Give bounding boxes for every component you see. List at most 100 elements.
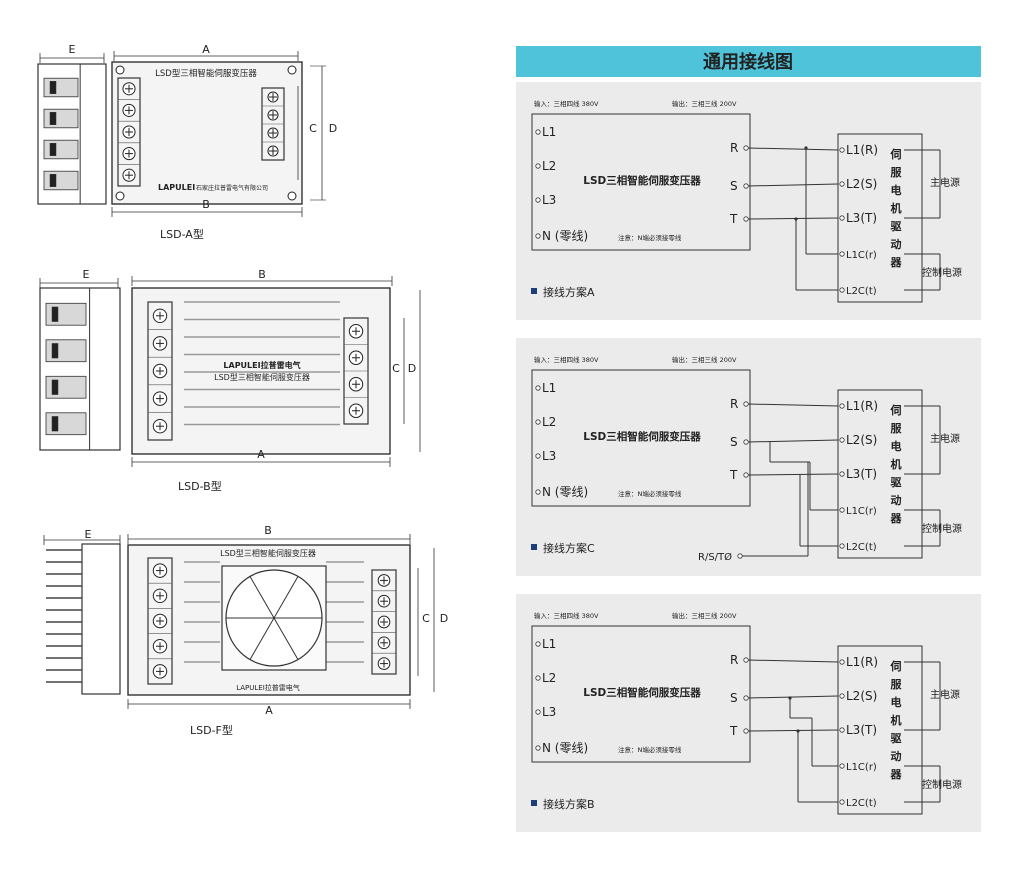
driver-terminal-label: L2C(t): [846, 542, 877, 553]
wire: [747, 403, 839, 407]
transformer-label: LSD三相智能伺服变压器: [583, 686, 701, 699]
mount-hole-icon: [115, 65, 125, 75]
driver-label-char: 动: [891, 749, 902, 763]
output-terminal-label: T: [729, 212, 738, 226]
driver-label-char: 器: [890, 512, 903, 525]
driver-terminal-dot: [839, 543, 845, 549]
driver-label-char: 驱: [891, 732, 902, 745]
driver-terminal-dot: [839, 693, 845, 699]
input-spec: 输入：三相四线 380V: [534, 611, 599, 620]
side-terminal: [43, 139, 79, 160]
input-terminal-label: L3: [542, 193, 556, 207]
driver-label-char: 伺: [890, 659, 902, 673]
driver-label-char: 驱: [891, 220, 902, 233]
side-screw: [51, 416, 59, 432]
extra-terminal-label: R/S/TØ: [698, 551, 732, 563]
brand-text-a: LAPULEI: [158, 183, 195, 192]
output-terminal-dot: [743, 401, 749, 407]
dim-b-label: B: [202, 198, 210, 211]
output-terminal-dot: [743, 695, 749, 701]
driver-label-char: 伺: [890, 403, 902, 417]
transformer-box: [531, 113, 751, 251]
mount-hole-icon: [287, 65, 297, 75]
dim-a-label: A: [265, 704, 273, 717]
main-power-label: 主电源: [930, 432, 960, 445]
input-terminal-dot: [535, 419, 541, 425]
side-screw: [49, 112, 57, 125]
side-terminal: [43, 170, 79, 191]
side-screw: [51, 343, 59, 359]
side-terminal: [43, 108, 79, 129]
terminal-block: [117, 77, 141, 187]
input-terminal-dot: [535, 129, 541, 135]
driver-terminal-dot: [839, 251, 845, 257]
dim-d-label: D: [329, 122, 337, 135]
output-terminal-dot: [743, 439, 749, 445]
neutral-note: 注意：N端必须接零线: [618, 233, 682, 242]
driver-label-char: 驱: [891, 476, 902, 489]
output-spec: 输出：三相三线 200V: [672, 355, 737, 364]
input-terminal-dot: [535, 197, 541, 203]
driver-terminal-label: L1(R): [846, 399, 878, 413]
output-terminal-block-a: [261, 87, 285, 161]
brand-text-f: LAPULEI拉普雷电气: [236, 683, 300, 692]
input-spec: 输入：三相四线 380V: [534, 355, 599, 364]
input-terminal-dot: [535, 163, 541, 169]
company-text-a: 石家庄拉普雷电气有限公司: [196, 184, 268, 192]
side-core: [81, 543, 121, 695]
input-terminal-dot: [535, 489, 541, 495]
junction-dot: [796, 729, 800, 733]
terminal-block: [147, 301, 173, 441]
side-screw: [49, 143, 57, 156]
dim-b-label: B: [264, 524, 272, 537]
input-terminal-block-f: [147, 557, 173, 685]
transformer-box: [531, 369, 751, 507]
driver-label-char: 服: [891, 166, 903, 179]
driver-terminal-label: L1C(r): [846, 250, 877, 261]
dim-e-label: E: [69, 43, 76, 56]
nameplate-text-a: LSD型三相智能伺服变压器: [155, 68, 257, 79]
output-terminal-dot: [743, 728, 749, 734]
driver-terminal-dot: [839, 403, 845, 409]
scheme-label: 接线方案A: [543, 285, 595, 299]
output-terminal-label: T: [729, 724, 738, 738]
side-view-a: [37, 63, 107, 205]
input-terminal-label: L1: [542, 381, 556, 395]
side-screw: [51, 306, 59, 322]
nameplate-text-f: LSD型三相智能伺服变压器: [220, 548, 316, 558]
neutral-note: 注意：N端必须接零线: [618, 489, 682, 498]
driver-terminal-dot: [839, 437, 845, 443]
side-view-b: [39, 287, 121, 451]
junction-dot: [788, 696, 792, 700]
junction-dot: [794, 217, 798, 221]
input-terminal-dot: [535, 233, 541, 239]
mount-hole-icon: [287, 191, 297, 201]
output-terminal-dot: [743, 657, 749, 663]
side-core: [89, 287, 121, 451]
dim-c-label: C: [392, 362, 400, 375]
output-terminal-label: S: [730, 179, 738, 193]
scheme-panel-1: 输入：三相四线 380V 输出：三相三线 200V LSD三相智能伺服变压器注意：N…: [516, 338, 981, 576]
transformer-label: LSD三相智能伺服变压器: [583, 430, 701, 443]
driver-terminal-dot: [839, 215, 845, 221]
input-terminal-dot: [535, 453, 541, 459]
brand-text-b: LAPULEI拉普雷电气: [223, 360, 300, 370]
input-terminal-label: L2: [542, 671, 556, 685]
input-terminal-label: L2: [542, 159, 556, 173]
driver-terminal-label: L3(T): [846, 723, 877, 737]
fan-blade: [249, 576, 299, 660]
dim-c-label: C: [309, 122, 317, 135]
bullet-icon: [531, 288, 537, 294]
side-view-f: [46, 543, 121, 695]
model-caption-a: LSD-A型: [160, 227, 204, 241]
input-terminal-dot: [535, 709, 541, 715]
output-terminal-dot: [743, 216, 749, 222]
driver-label-char: 机: [891, 713, 902, 727]
output-spec: 输出：三相三线 200V: [672, 611, 737, 620]
input-terminal-label: N (零线): [542, 229, 588, 243]
input-terminal-label: L1: [542, 125, 556, 139]
junction-dot: [804, 146, 808, 150]
driver-label-char: 机: [891, 457, 902, 471]
driver-terminal-dot: [839, 763, 845, 769]
